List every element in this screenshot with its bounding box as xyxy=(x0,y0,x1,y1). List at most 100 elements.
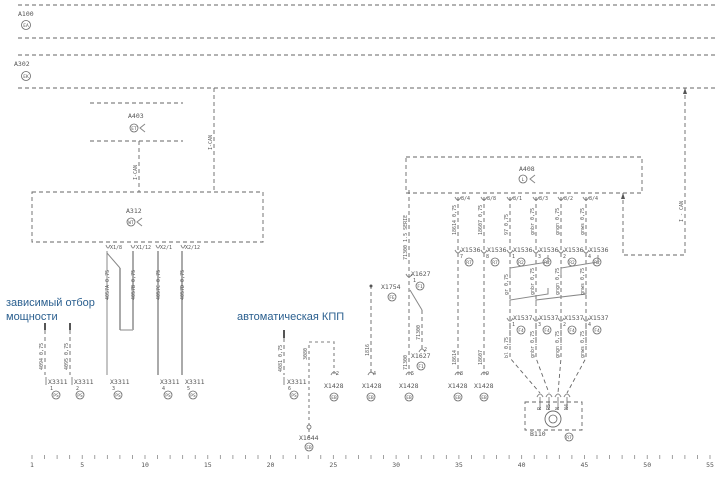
connector-circle-icon xyxy=(490,257,500,267)
pin-label: 5 xyxy=(187,386,190,392)
can-bus-right[interactable]: I - CAN xyxy=(621,88,687,256)
wire-label: 71300 xyxy=(416,325,422,340)
pin-label: 1 xyxy=(50,386,53,392)
connector-label: X1754 xyxy=(381,283,401,291)
pin-label: N xyxy=(555,407,561,410)
connector-label: X1536 xyxy=(461,246,481,254)
pin-label: N4 xyxy=(564,404,570,410)
module-a403[interactable]: A403 ET xyxy=(90,102,183,142)
can-bus-a403-a312[interactable]: I-CAN xyxy=(133,141,140,192)
x1627-top-connector[interactable]: X1627 1 F1 xyxy=(405,270,431,291)
connector-label: X1644 xyxy=(299,434,319,442)
sensor-b110[interactable]: B110 R7 R R5 N N4 xyxy=(524,401,583,442)
wire-label: 4057B 0,75 xyxy=(131,270,137,300)
connector-label: X1428 xyxy=(474,382,494,390)
a312-pins: X1/8 X1/12 X2/1 X2/12 xyxy=(105,244,200,251)
connector-label: X1536 xyxy=(564,246,584,254)
pin-label: 8/3 xyxy=(539,196,548,202)
pto-wires[interactable]: 4094 0,75 4095 0,75 xyxy=(39,323,71,375)
x1428-connectors[interactable]: 2 X1428 EB 4 X1428 EB 5 X1428 EB 8 X1428… xyxy=(324,371,494,402)
module-a302-circle-icon xyxy=(21,71,31,81)
wire-label: 4081 0,75 xyxy=(278,345,284,372)
svg-text:R7: R7 xyxy=(466,260,472,266)
connector-label: X3311 xyxy=(48,378,68,386)
svg-text:PS: PS xyxy=(77,393,83,399)
module-a100-label: A100 xyxy=(18,10,34,18)
wire-label: 1816 xyxy=(365,344,371,356)
can-bus-a302-a312[interactable]: I-CAN xyxy=(208,88,215,192)
pin-label: 6 xyxy=(288,386,291,392)
wire-label: 18607 xyxy=(478,350,484,365)
pin-label: 8/8 xyxy=(487,196,496,202)
connector-circle-icon xyxy=(453,392,463,402)
module-a408[interactable]: A408 L xyxy=(405,156,643,194)
svg-text:1: 1 xyxy=(512,322,515,328)
x1644-connector[interactable]: X1644 EB xyxy=(299,434,319,452)
kpp-wires[interactable]: 4081 0,75 3080 1816 71300 1.5 SERIE 7130… xyxy=(278,190,423,438)
annotation-transmission: автоматическая КПП xyxy=(237,311,345,323)
wire-label: 18607 0,75 xyxy=(478,205,484,235)
svg-text:R7: R7 xyxy=(566,435,572,441)
pin-label: 8/4 xyxy=(461,196,470,202)
connector-label: X1537 xyxy=(589,314,609,322)
wire-label: 3080 xyxy=(303,348,309,360)
a312-wires[interactable]: 4057A 0,75 4057B 0,75 4057C 0,75 4057D 0… xyxy=(105,251,186,375)
module-a302[interactable]: A302 EK xyxy=(14,54,718,89)
svg-text:4: 4 xyxy=(373,371,376,377)
x1627-bottom-connector[interactable]: X1627 2 F1 xyxy=(411,347,431,371)
scale-label: 50 xyxy=(643,461,651,469)
connector-icon xyxy=(529,174,536,184)
scale-label: 5 xyxy=(80,461,84,469)
svg-text:F4: F4 xyxy=(544,328,550,334)
connector-circle-icon xyxy=(75,390,85,400)
module-a100[interactable]: A100 EA xyxy=(18,4,718,39)
svg-text:PS: PS xyxy=(190,393,196,399)
svg-text:3: 3 xyxy=(538,322,541,328)
svg-text:PS: PS xyxy=(291,393,297,399)
wire-label: 71300 xyxy=(403,355,409,370)
connector-label: X3311 xyxy=(74,378,94,386)
svg-text:EB: EB xyxy=(306,445,312,451)
connector-label: X1627 xyxy=(411,270,431,278)
scale-label: 40 xyxy=(518,461,526,469)
module-a312-label: A312 xyxy=(126,207,142,215)
connector-label: X1536 xyxy=(487,246,507,254)
connector-circle-icon xyxy=(542,257,552,267)
connector-circle-icon xyxy=(567,325,577,335)
wire-label: gnbr 0,75 xyxy=(530,208,536,235)
x1754-connector[interactable]: X1754 FE xyxy=(381,283,401,302)
wire-label: gnws 0,75 xyxy=(580,268,586,295)
connector-icon xyxy=(136,217,143,227)
module-a312-code: WT xyxy=(128,220,134,226)
connector-label: X1428 xyxy=(399,382,419,390)
module-a100-code: EA xyxy=(23,23,29,29)
module-a403-code: ET xyxy=(131,126,137,132)
connector-label: X1627 xyxy=(411,352,431,360)
annotation-pto-line2: мощности xyxy=(6,311,58,323)
module-a408-code: L xyxy=(522,177,525,183)
connector-label: X1428 xyxy=(362,382,382,390)
module-a312[interactable]: A312 WT xyxy=(31,191,264,243)
wire-label: gnbr 0,75 xyxy=(530,268,536,295)
svg-text:FE: FE xyxy=(389,295,395,301)
connector-circle-icon xyxy=(163,390,173,400)
svg-text:4: 4 xyxy=(588,322,591,328)
svg-text:R2: R2 xyxy=(594,260,600,266)
svg-text:5: 5 xyxy=(411,371,414,377)
pin-label: R xyxy=(537,406,543,410)
wire-label: gnws 0,75 xyxy=(580,331,586,358)
connector-circle-icon xyxy=(188,390,198,400)
wire-label: gnbr 0,75 xyxy=(530,331,536,358)
connector-circle-icon xyxy=(404,392,414,402)
wire-label: gngn 0,75 xyxy=(555,268,561,295)
x3311-connectors[interactable]: X3311 1 PS X3311 2 PS X3311 3 PS X3311 4… xyxy=(45,377,307,400)
pin-label: 2 xyxy=(76,386,79,392)
svg-text:4: 4 xyxy=(588,254,591,260)
svg-text:F1: F1 xyxy=(417,284,423,290)
svg-text:R2: R2 xyxy=(544,260,550,266)
svg-text:R2: R2 xyxy=(569,260,575,266)
svg-text:F4: F4 xyxy=(569,328,575,334)
wire-label: 18614 0,75 xyxy=(452,205,458,235)
svg-text:PS: PS xyxy=(115,393,121,399)
